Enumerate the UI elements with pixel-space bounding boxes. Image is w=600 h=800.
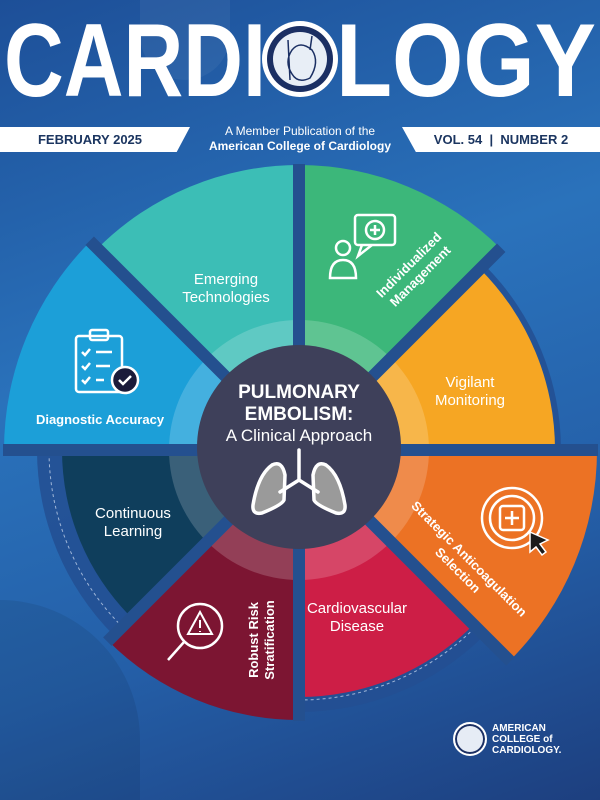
segment-label-emerging-2: Technologies [182, 289, 270, 306]
background-circle [140, 0, 230, 80]
cursor-plus-icon [480, 486, 550, 557]
segment-label-robust-1: Robust Risk [246, 601, 261, 678]
segment-label-robust-2: Stratification [262, 600, 277, 680]
tagline-line2: American College of Cardiology [208, 139, 392, 153]
issue-date-text: FEBRUARY 2025 [37, 132, 143, 147]
center-subtitle: A Clinical Approach [226, 426, 372, 445]
masthead: CARDI LOGY [4, 3, 596, 119]
center-circle [197, 345, 401, 549]
segment-label-diagnostic: Diagnostic Accuracy [36, 412, 165, 427]
heart-seal-logo [262, 21, 338, 97]
segment-label-cardiovascular-2: Disease [330, 618, 384, 635]
center-title-2: EMBOLISM: [245, 404, 354, 425]
segment-label-emerging-1: Emerging [194, 271, 258, 288]
masthead-title-right: LOGY [336, 3, 596, 119]
segment-label-vigilant-1: Vigilant [446, 374, 496, 391]
segment-label-continuous-1: Continuous [95, 505, 171, 522]
acc-logo-line2: COLLEGE of [492, 733, 553, 745]
lungs-icon [251, 448, 347, 516]
segment-label-cardiovascular-1: Cardiovascular [307, 600, 407, 617]
clipboard-check-icon [74, 328, 140, 395]
acc-seal-icon [453, 722, 487, 756]
issue-volume: VOL. 54 | NUMBER 2 [402, 127, 600, 152]
masthead-title-left: CARDI [4, 3, 266, 119]
tagline-line1: A Member Publication of the [224, 124, 376, 138]
segment-label-continuous-2: Learning [104, 523, 162, 540]
acc-logo-line1: AMERICAN [492, 722, 546, 734]
issue-date: FEBRUARY 2025 [0, 127, 190, 152]
warning-magnifier-icon [167, 602, 224, 661]
segment-label-vigilant-2: Monitoring [435, 392, 505, 409]
number-text: NUMBER 2 [500, 132, 569, 147]
separator: | [489, 132, 494, 147]
acc-logo-line3: CARDIOLOGY. [492, 744, 562, 756]
center-title-1: PULMONARY [238, 382, 360, 403]
volume-text: VOL. 54 [433, 132, 483, 147]
acc-logo: AMERICAN COLLEGE of CARDIOLOGY. [453, 722, 561, 756]
consult-icon [328, 213, 397, 280]
